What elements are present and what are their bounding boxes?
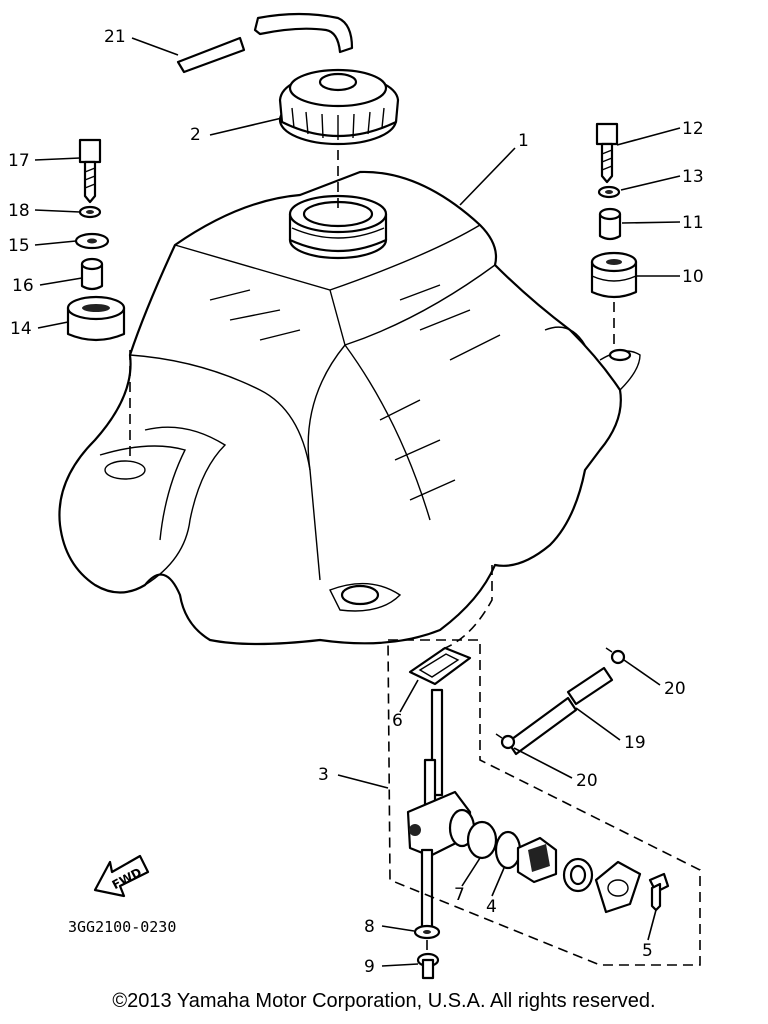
part-20-hose-clip-lower xyxy=(495,733,516,750)
callout-15: 15 xyxy=(8,236,30,256)
callout-9: 9 xyxy=(364,957,375,977)
part-13-spring-washer xyxy=(597,185,621,199)
callout-5: 5 xyxy=(642,941,653,961)
callout-20-upper: 20 xyxy=(664,679,686,699)
part-10-damper xyxy=(590,251,638,299)
part-21-breather-hose xyxy=(176,12,354,74)
callout-17: 17 xyxy=(8,151,30,171)
part-17-bolt xyxy=(78,138,102,204)
part-15-plain-washer xyxy=(74,232,110,250)
part-4-o-ring xyxy=(494,830,522,870)
callout-8: 8 xyxy=(364,917,375,937)
part-14-damper xyxy=(66,295,126,342)
part-7-o-ring xyxy=(466,820,498,860)
callout-16: 16 xyxy=(12,276,34,296)
callout-2: 2 xyxy=(190,125,201,145)
callout-4: 4 xyxy=(486,897,497,917)
assembly-dashed-lines xyxy=(129,150,701,966)
part-wave-washer xyxy=(562,857,594,893)
part-20-hose-clip-upper xyxy=(605,647,626,665)
forward-direction-arrow: FWD xyxy=(93,854,150,898)
callout-18: 18 xyxy=(8,201,30,221)
part-cover-plate xyxy=(594,860,642,914)
callout-3: 3 xyxy=(318,765,329,785)
callout-10: 10 xyxy=(682,267,704,287)
part-16-collar xyxy=(80,257,104,291)
part-9-drain-screw xyxy=(416,952,440,980)
fuel-tank-exploded-diagram: FWD 21 2 1 17 18 15 16 14 12 1 xyxy=(8,12,704,980)
part-1-fuel-tank xyxy=(58,170,641,646)
part-6-gasket xyxy=(408,646,472,686)
callout-1: 1 xyxy=(518,131,529,151)
callout-12: 12 xyxy=(682,119,704,139)
callout-numbers: 21 2 1 17 18 15 16 14 12 13 11 10 20 19 … xyxy=(8,27,704,977)
callout-14: 14 xyxy=(10,319,32,339)
callout-6: 6 xyxy=(392,711,403,731)
part-5-screw xyxy=(648,872,670,912)
part-19-fuel-hose xyxy=(506,666,614,756)
callout-20-lower: 20 xyxy=(576,771,598,791)
part-2-fuel-cap xyxy=(278,68,400,146)
part-lever xyxy=(516,836,558,884)
part-12-bolt xyxy=(595,122,619,184)
diagram-part-code: 3GG2100-0230 xyxy=(68,918,176,936)
copyright-notice: ©2013 Yamaha Motor Corporation, U.S.A. A… xyxy=(112,990,656,1012)
leader-lines xyxy=(34,37,681,967)
callout-21: 21 xyxy=(104,27,126,47)
part-18-spring-washer xyxy=(78,205,102,219)
part-8-washer xyxy=(413,924,441,940)
callout-19: 19 xyxy=(624,733,646,753)
part-11-collar xyxy=(598,207,622,241)
callout-13: 13 xyxy=(682,167,704,187)
callout-7: 7 xyxy=(454,885,465,905)
callout-11: 11 xyxy=(682,213,704,233)
